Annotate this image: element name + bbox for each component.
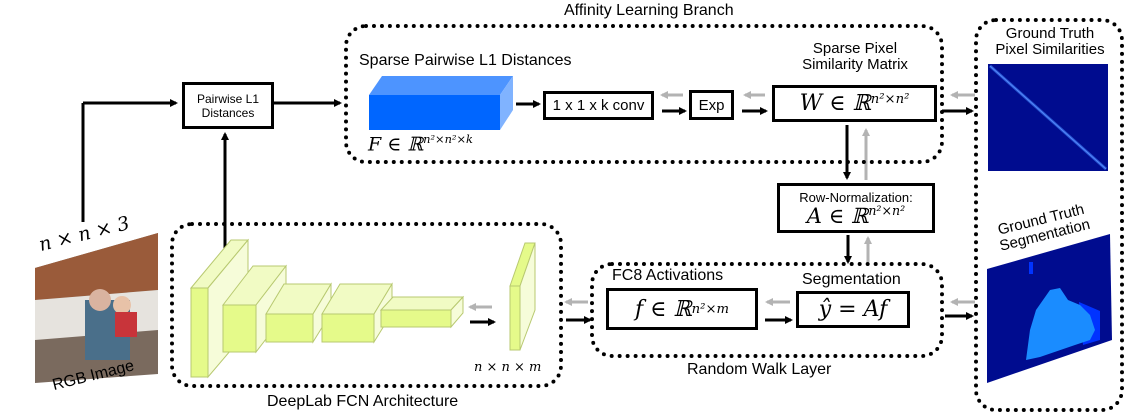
sparse-distances-title: Sparse Pairwise L1 Distances (359, 52, 572, 69)
gt-sim-line1: Ground Truth (1005, 25, 1095, 42)
f-label: f ∈ ℝ (634, 296, 692, 322)
conv-label: 1 x 1 x k conv (552, 97, 645, 114)
sparse-distance-tensor (369, 76, 513, 130)
pairwise-line2: Distances (201, 105, 255, 120)
f-tensor-label: F ∈ ℝn²×n²×k (368, 132, 473, 156)
exp-label: Exp (698, 96, 725, 114)
random-walk-title: Random Walk Layer (687, 361, 832, 378)
a-label: A ∈ ℝ (806, 203, 869, 228)
ground-truth-container (974, 18, 1124, 412)
fc8-title: FC8 Activations (612, 267, 724, 284)
affinity-branch-container (344, 24, 944, 164)
pairwise-line1: Pairwise L1 (196, 91, 260, 106)
gt-similarity-matrix (988, 64, 1108, 171)
f-tensor-base: F ∈ ℝ (368, 133, 424, 156)
w-label: W ∈ ℝ (799, 91, 871, 116)
similarity-matrix-title: Sparse Pixel Similarity Matrix (780, 41, 930, 73)
fcn-layer-3 (265, 282, 332, 344)
deeplab-container (170, 222, 563, 388)
seg-label: ŷ = Af (818, 297, 888, 322)
a-sup: n²×n² (868, 202, 906, 218)
exp-box: Exp (689, 90, 734, 120)
segmentation-box: ŷ = Af (796, 291, 910, 328)
row-normalization-box: Row-Normalization: A ∈ ℝn²×n² (777, 183, 935, 233)
row-normalization-title: Row-Normalization: (799, 189, 913, 205)
w-sup: n²×n² (870, 92, 910, 107)
gt-similarity-title: Ground Truth Pixel Similarities (980, 26, 1120, 58)
rgb-image (35, 233, 158, 383)
fcn-layer-5 (379, 295, 465, 329)
f-tensor-sup: n²×n²×k (423, 132, 473, 146)
segmentation-title: Segmentation (802, 271, 901, 288)
conv-box: 1 x 1 x k conv (543, 91, 654, 120)
a-matrix-label: A ∈ ℝn²×n² (806, 202, 906, 228)
similarity-title-line1: Sparse Pixel (812, 40, 898, 57)
fcn-output-layer (509, 242, 536, 351)
pairwise-l1-box: Pairwise L1 Distances (182, 82, 274, 129)
fcn-layers (189, 238, 536, 379)
deeplab-title: DeepLab FCN Architecture (267, 393, 459, 410)
f-sup: n²×m (691, 301, 730, 317)
fcn-output-dims: n × n × m (474, 360, 542, 375)
affinity-branch-title: Affinity Learning Branch (564, 2, 734, 19)
random-walk-container (590, 262, 944, 358)
fcn-layer-2 (221, 264, 288, 354)
gt-segmentation-map (987, 234, 1112, 383)
similarity-title-line2: Similarity Matrix (802, 55, 908, 73)
gt-sim-line2: Pixel Similarities (995, 40, 1105, 58)
